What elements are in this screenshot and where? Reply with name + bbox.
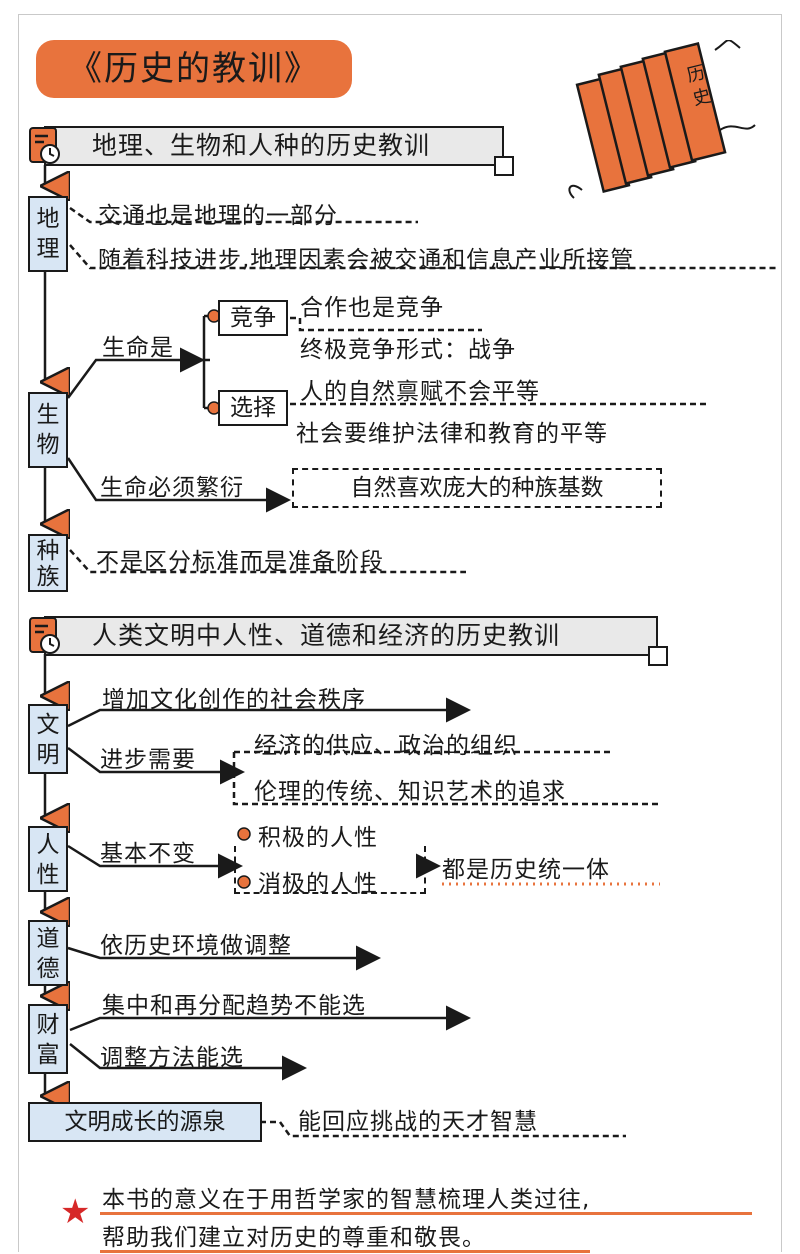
node-char: 财 bbox=[36, 1012, 60, 1038]
race-item: 不是区分标准而是准备阶段 bbox=[96, 549, 384, 575]
competition-item-2: 终极竞争形式：战争 bbox=[300, 337, 516, 363]
basic-unchanged-label: 基本不变 bbox=[100, 841, 196, 867]
node-char: 人 bbox=[36, 832, 60, 858]
node-morality: 道 德 bbox=[28, 920, 68, 986]
book-scroll-icon bbox=[568, 40, 756, 199]
wealth-item-2: 调整方法能选 bbox=[100, 1045, 244, 1071]
node-wealth: 财 富 bbox=[28, 1004, 68, 1074]
positive-nature: 积极的人性 bbox=[258, 825, 378, 851]
clock-list-icon bbox=[29, 127, 60, 164]
node-char: 种 bbox=[36, 538, 60, 564]
node-civilization-source: 文明成长的源泉 bbox=[28, 1102, 262, 1142]
section2-banner: 人类文明中人性、道德和经济的历史教训 bbox=[44, 616, 668, 666]
conclusion-line-1: 本书的意义在于用哲学家的智慧梳理人类过往, bbox=[102, 1187, 591, 1213]
selection-item-1: 人的自然禀赋不会平等 bbox=[300, 379, 540, 405]
geo-item-1: 交通也是地理的一部分 bbox=[98, 203, 338, 229]
nature-likes-box: 自然喜欢庞大的种族基数 bbox=[292, 468, 662, 508]
unity-result: 都是历史统一体 bbox=[442, 857, 610, 883]
page-title: 《历史的教训》 bbox=[36, 40, 352, 98]
star-icon: ★ bbox=[60, 1192, 91, 1232]
civ-item-1: 增加文化创作的社会秩序 bbox=[102, 687, 366, 713]
competition-box: 竞争 bbox=[218, 300, 288, 336]
node-human-nature: 人 性 bbox=[28, 826, 68, 892]
banner-corner-square bbox=[648, 646, 668, 666]
conclusion-underline-2 bbox=[100, 1250, 590, 1253]
node-char: 族 bbox=[36, 564, 60, 590]
life-is-label: 生命是 bbox=[102, 335, 174, 361]
selection-item-2: 社会要维护法律和教育的平等 bbox=[296, 421, 608, 447]
clock-list-icon bbox=[29, 617, 60, 654]
conclusion-underline-1 bbox=[100, 1212, 752, 1215]
node-char: 生 bbox=[36, 402, 60, 428]
node-char: 明 bbox=[36, 742, 60, 768]
node-civilization: 文 明 bbox=[28, 704, 68, 774]
section1-banner: 地理、生物和人种的历史教训 bbox=[44, 126, 514, 176]
node-char: 性 bbox=[36, 862, 60, 888]
progress-needs-label: 进步需要 bbox=[100, 747, 196, 773]
node-char: 道 bbox=[36, 926, 60, 952]
node-biology: 生 物 bbox=[28, 392, 68, 468]
node-race: 种 族 bbox=[28, 534, 68, 592]
competition-item-1: 合作也是竞争 bbox=[300, 295, 444, 321]
source-item: 能回应挑战的天才智慧 bbox=[298, 1109, 538, 1135]
morality-item: 依历史环境做调整 bbox=[100, 933, 292, 959]
must-reproduce-label: 生命必须繁衍 bbox=[100, 475, 244, 501]
selection-box: 选择 bbox=[218, 390, 288, 426]
node-char: 富 bbox=[36, 1042, 60, 1068]
negative-nature: 消极的人性 bbox=[258, 871, 378, 897]
node-char: 物 bbox=[36, 432, 60, 458]
node-char: 理 bbox=[36, 236, 60, 262]
node-char: 文 bbox=[36, 712, 60, 738]
need-item-1: 经济的供应、政治的组织 bbox=[254, 733, 518, 759]
section1-heading: 地理、生物和人种的历史教训 bbox=[92, 131, 431, 160]
banner-corner-square bbox=[494, 156, 514, 176]
node-char: 德 bbox=[36, 956, 60, 982]
conclusion-line-2: 帮助我们建立对历史的尊重和敬畏。 bbox=[102, 1225, 486, 1251]
section2-heading: 人类文明中人性、道德和经济的历史教训 bbox=[92, 621, 561, 650]
wealth-item-1: 集中和再分配趋势不能选 bbox=[102, 993, 366, 1019]
node-char: 地 bbox=[36, 206, 60, 232]
page-frame bbox=[18, 14, 782, 1252]
geo-item-2: 随着科技进步,地理因素会被交通和信息产业所接管 bbox=[98, 247, 635, 273]
need-item-2: 伦理的传统、知识艺术的追求 bbox=[254, 779, 566, 805]
human-nature-box bbox=[234, 846, 426, 894]
node-geography: 地 理 bbox=[28, 196, 68, 272]
